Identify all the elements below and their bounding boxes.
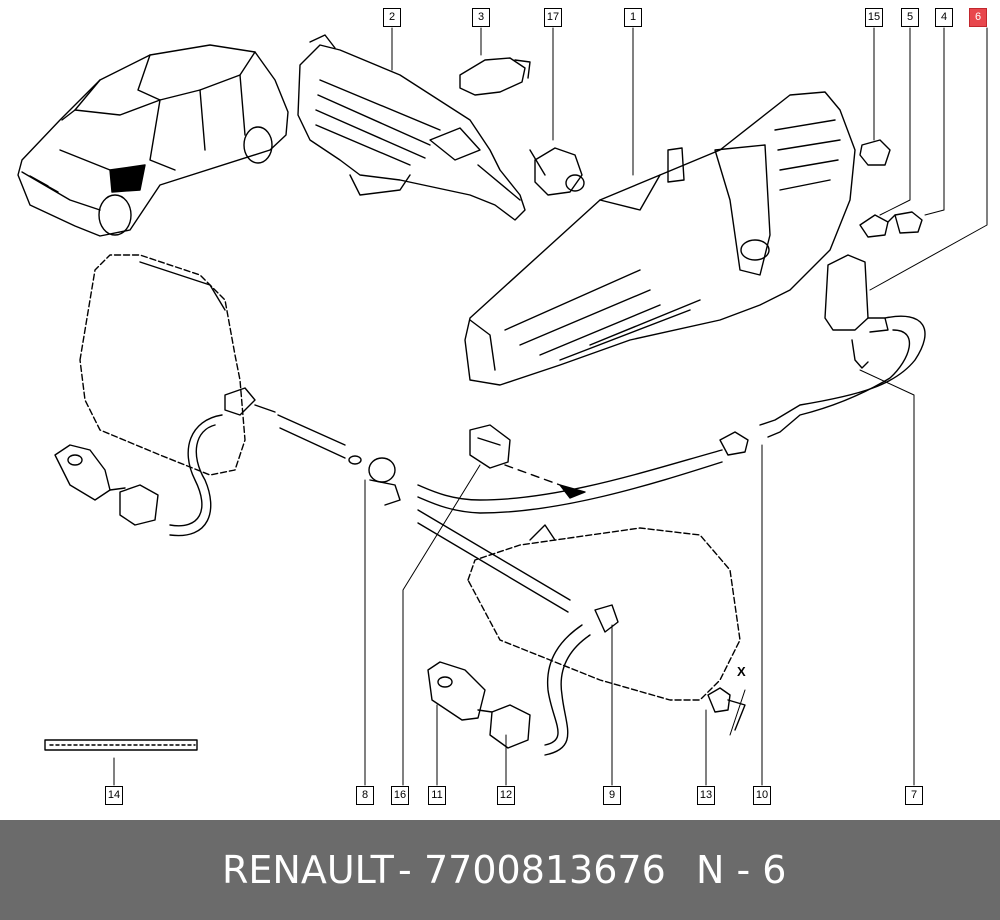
callout-16: 16 — [391, 786, 409, 805]
footer-separator: - — [398, 848, 412, 892]
left-headlamp — [79, 254, 246, 476]
callout-2: 2 — [383, 8, 401, 27]
right-washer-jet — [427, 661, 493, 721]
callout-7: 7 — [905, 786, 923, 805]
sheet-reference: N - 6 — [696, 848, 787, 892]
washer-pump — [824, 254, 889, 369]
washer-reservoir — [464, 91, 856, 386]
callout-5: 5 — [901, 8, 919, 27]
callout-8: 8 — [356, 786, 374, 805]
callout-14: 14 — [105, 786, 123, 805]
right-headlamp — [467, 524, 741, 701]
leader-lines — [113, 27, 988, 786]
car-illustration — [17, 44, 289, 237]
callout-13: 13 — [697, 786, 715, 805]
parts-diagram — [17, 27, 988, 786]
connectors — [224, 387, 749, 633]
grommet — [529, 147, 585, 196]
callout-15: 15 — [865, 8, 883, 27]
section-mark: X — [737, 664, 746, 679]
left-washer-jet — [54, 444, 126, 501]
fastener — [707, 687, 746, 731]
level-sensor — [859, 211, 923, 238]
callout-12: 12 — [497, 786, 515, 805]
hoses — [169, 315, 926, 756]
callout-6[interactable]: 6 — [969, 8, 987, 27]
part-number: 7700813676 — [424, 848, 666, 892]
callout-3: 3 — [472, 8, 490, 27]
hose-clip — [469, 424, 511, 469]
right-jet-holder — [489, 704, 531, 749]
brand-name: RENAULT — [222, 848, 394, 892]
air-duct — [297, 34, 526, 221]
callout-10: 10 — [753, 786, 771, 805]
callout-17: 17 — [544, 8, 562, 27]
left-jet-holder — [119, 484, 159, 526]
callout-1: 1 — [624, 8, 642, 27]
trim-strip — [44, 739, 198, 751]
callout-9: 9 — [603, 786, 621, 805]
footer-bar: RENAULT - 7700813676 N - 6 — [0, 820, 1000, 920]
callout-4: 4 — [935, 8, 953, 27]
reservoir-cap — [459, 57, 531, 96]
bolt — [859, 139, 891, 166]
callout-11: 11 — [428, 786, 446, 805]
